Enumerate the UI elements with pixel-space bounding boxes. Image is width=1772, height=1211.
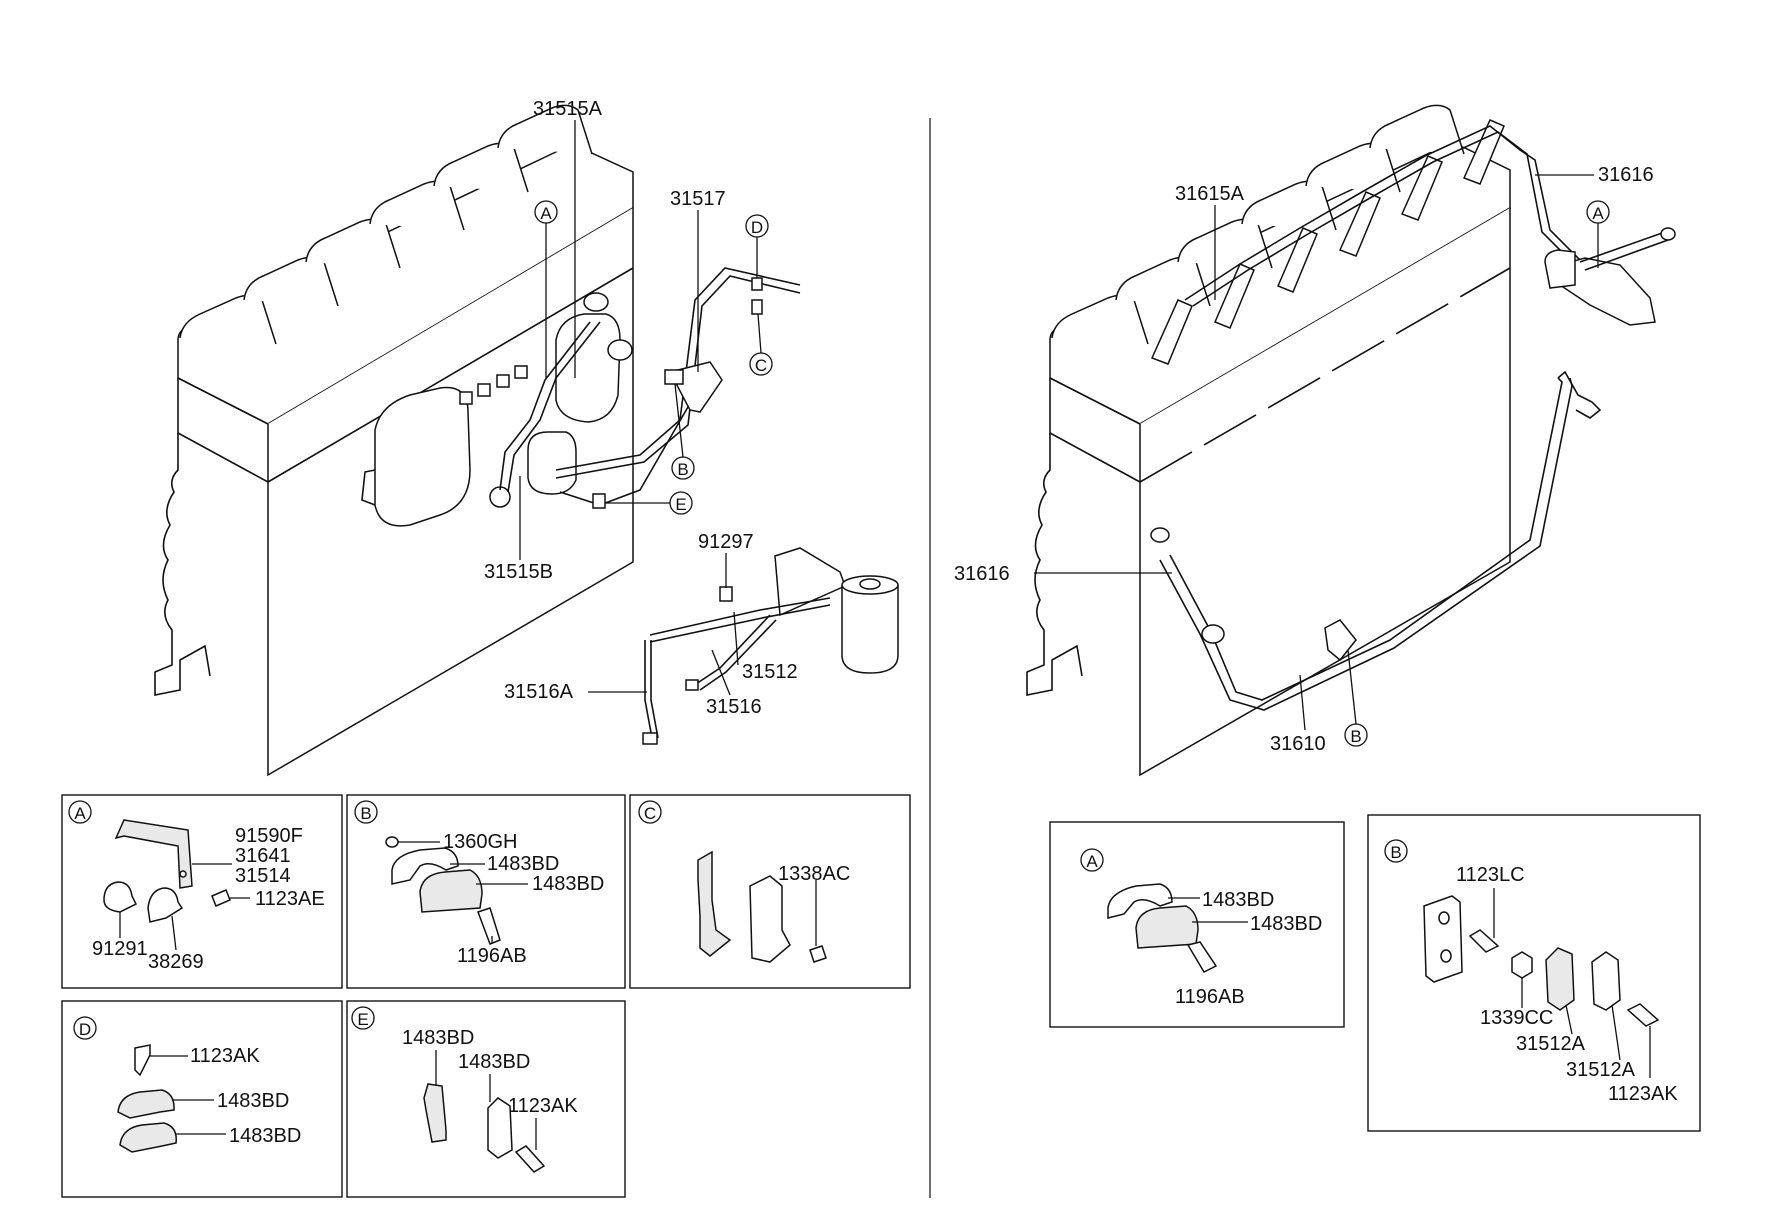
right-diagram-labels: 31615A 31616 31616 31610 A B <box>954 164 1654 755</box>
part-1483BD-e1: 1483BD <box>402 1027 474 1049</box>
svg-text:A: A <box>74 804 86 823</box>
part-31514: 31514 <box>235 865 291 887</box>
part-1123AE: 1123AE <box>255 888 325 910</box>
callout-E: E <box>675 495 686 514</box>
detail-box-D-left: D 1123AK 1483BD 1483BD <box>61 1000 343 1198</box>
part-1123AK-e: 1123AK <box>508 1095 578 1117</box>
svg-text:E: E <box>357 1010 368 1029</box>
right-engine-drawing <box>1026 104 1676 777</box>
left-engine-drawing <box>154 104 801 777</box>
label-31610: 31610 <box>1270 733 1326 755</box>
part-1196AB: 1196AB <box>457 945 527 967</box>
detail-box-A-right: A 1483BD 1483BD 1196AB <box>1049 821 1345 1028</box>
callout-A: A <box>540 204 552 223</box>
detail-box-B-right: B 1123LC 1339CC 31512A 31512A 1123AK <box>1367 814 1701 1132</box>
part-31512A-2: 31512A <box>1566 1059 1636 1081</box>
part-1483BD-2: 1483BD <box>532 873 604 895</box>
svg-text:B: B <box>1390 843 1401 862</box>
detail-box-E-left: E 1483BD 1483BD 1123AK <box>346 1000 626 1198</box>
callout-C: C <box>755 356 767 375</box>
part-1483BD-1: 1483BD <box>487 853 559 875</box>
label-31616-top: 31616 <box>1598 164 1654 186</box>
part-1483BD-ra2: 1483BD <box>1250 913 1322 935</box>
part-91291: 91291 <box>92 938 148 960</box>
part-1338AC: 1338AC <box>778 863 850 885</box>
left-diagram-labels: 31515A 31517 31515B 91297 31512 31516A 3… <box>484 98 798 718</box>
part-31641: 31641 <box>235 845 291 867</box>
part-1339CC: 1339CC <box>1480 1007 1553 1029</box>
label-31616-mid: 31616 <box>954 563 1010 585</box>
svg-text:A: A <box>1086 852 1098 871</box>
callout-A-right: A <box>1592 204 1604 223</box>
svg-text:D: D <box>79 1020 91 1039</box>
svg-text:B: B <box>360 804 371 823</box>
part-1483BD-b: 1483BD <box>229 1125 301 1147</box>
part-1360GH: 1360GH <box>443 831 518 853</box>
part-38269: 38269 <box>148 951 204 973</box>
part-1483BD-ra1: 1483BD <box>1202 889 1274 911</box>
part-91590F: 91590F <box>235 825 303 847</box>
detail-box-B-left: B 1360GH 1483BD 1483BD 1196AB <box>346 794 626 989</box>
label-31515A: 31515A <box>533 98 603 120</box>
label-31615A: 31615A <box>1175 183 1245 205</box>
fuel-filter-assembly <box>642 547 899 745</box>
part-1123LC: 1123LC <box>1456 864 1525 886</box>
callout-B: B <box>677 460 688 479</box>
part-1196AB-r: 1196AB <box>1175 986 1245 1008</box>
svg-text:C: C <box>644 804 656 823</box>
label-31515B: 31515B <box>484 561 553 583</box>
label-31517: 31517 <box>670 188 726 210</box>
label-91297: 91297 <box>698 531 754 553</box>
label-31512: 31512 <box>742 661 798 683</box>
callout-B-right: B <box>1350 727 1361 746</box>
part-1123AK: 1123AK <box>190 1045 260 1067</box>
part-31512A-1: 31512A <box>1516 1033 1586 1055</box>
label-31516: 31516 <box>706 696 762 718</box>
detail-box-A-left: A 91590F 31641 31514 1123AE 91291 38269 <box>61 794 343 989</box>
callout-D: D <box>751 218 763 237</box>
part-1123AK-rb: 1123AK <box>1608 1083 1678 1105</box>
part-1483BD-a: 1483BD <box>217 1090 289 1112</box>
part-1483BD-e2: 1483BD <box>458 1051 530 1073</box>
detail-box-C-left: C 1338AC <box>629 794 911 989</box>
label-31516A: 31516A <box>504 681 574 703</box>
